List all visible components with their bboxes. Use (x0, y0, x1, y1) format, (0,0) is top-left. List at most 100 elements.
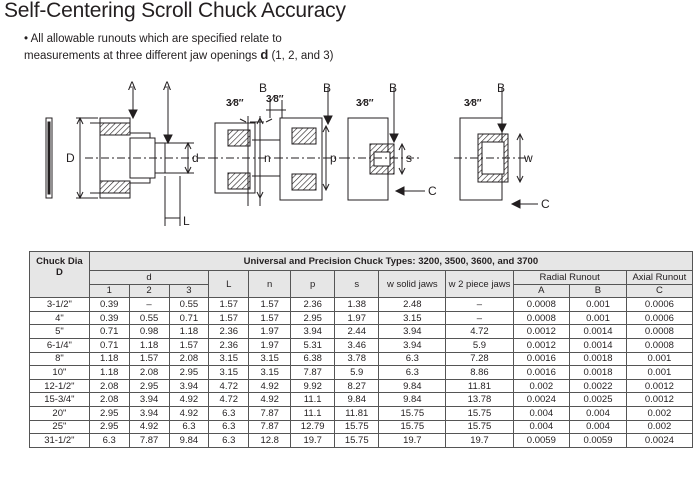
table-cell: 3.15 (208, 365, 250, 380)
table-cell: 19.7 (378, 433, 447, 448)
table-cell: 1.57 (208, 310, 250, 326)
table-cell: 6.3 (378, 365, 447, 380)
table-cell: 3.15 (378, 310, 447, 326)
label-s: s (406, 151, 412, 165)
table-cell: 0.0024 (512, 392, 571, 407)
table-cell: 5.9 (334, 365, 380, 380)
table-cell: 0.001 (569, 297, 627, 312)
label-l: L (183, 214, 190, 228)
label-frac-1: 3⁄8″ (226, 98, 244, 109)
table-cell: 1.18 (88, 351, 130, 367)
table-cell: 0.0012 (512, 337, 571, 353)
table-cell: 5.31 (290, 337, 336, 353)
table-cell: 0.0018 (569, 351, 627, 367)
label-p: p (330, 151, 337, 165)
table-cell: 2.95 (128, 378, 170, 394)
table-cell: 12.79 (290, 419, 336, 435)
table-cell: 3.94 (128, 392, 170, 407)
table-cell: 1.97 (248, 324, 292, 339)
table-cell: 2.36 (290, 297, 336, 312)
label-a-2: A (163, 79, 171, 93)
header-radial-b: B (569, 283, 627, 299)
table-cell: 1.18 (128, 337, 170, 353)
label-b-3: B (389, 81, 397, 95)
table-cell: 0.004 (569, 419, 627, 435)
figure-jaw-p (266, 88, 345, 201)
table-cell: 0.71 (88, 324, 130, 339)
figure-jaw-w (454, 88, 538, 209)
header-axial-c: C (625, 283, 694, 299)
table-cell: 4.72 (208, 378, 250, 394)
header-n: n (248, 269, 292, 299)
table-cell: 1.18 (168, 324, 210, 339)
table-cell: 7.28 (445, 351, 514, 367)
table-cell: 0.0025 (569, 392, 627, 407)
header-radial-runout: Radial Runout (512, 270, 627, 285)
label-d-big: D (66, 151, 75, 165)
label-b-1: B (259, 81, 267, 95)
table-cell: 8.27 (334, 378, 380, 394)
table-cell: 2.95 (290, 310, 336, 326)
table-cell: 9.92 (290, 378, 336, 394)
table-cell: 6.3 (208, 433, 250, 448)
table-cell: 12.8 (248, 433, 292, 448)
table-cell: 0.001 (569, 310, 627, 326)
table-cell: 3.46 (334, 337, 380, 353)
table-cell: 1.57 (248, 310, 292, 326)
table-cell: 9.84 (378, 392, 447, 407)
table-cell: 0.0014 (569, 324, 627, 339)
table-cell: 3.94 (290, 324, 336, 339)
row-chuck-dia-cell: 5" (29, 324, 90, 339)
table-cell: 0.0059 (569, 433, 627, 448)
label-frac-2: 3⁄8″ (266, 94, 284, 105)
bullet-text-1: All allowable runouts which are specifie… (30, 33, 282, 45)
header-s: s (334, 269, 380, 299)
table-cell: – (445, 297, 514, 312)
table-cell: 0.0008 (512, 297, 571, 312)
label-b-2: B (323, 81, 331, 95)
table-cell: – (445, 310, 514, 326)
row-chuck-dia-cell: 31-1/2" (29, 433, 90, 448)
chuck-diagram: A A B B B B C C D d L n p s w 3⁄8″ 3⁄8″ … (45, 79, 550, 228)
table-cell: 0.0018 (569, 365, 627, 380)
table-cell: 9.84 (378, 378, 447, 394)
table-cell: 2.08 (128, 365, 170, 380)
table-cell: 0.0059 (512, 433, 571, 448)
label-d-small: d (192, 151, 199, 165)
row-chuck-dia-cell: 10" (29, 365, 90, 380)
table-cell: 4.92 (248, 378, 292, 394)
figure-chuck-body (45, 88, 215, 226)
table-cell: 0.004 (512, 419, 571, 435)
table-cell: 0.0006 (625, 310, 694, 326)
table-cell: 6.3 (378, 351, 447, 367)
table-cell: 0.0014 (569, 337, 627, 353)
table-cell: 2.36 (208, 324, 250, 339)
table-cell: 1.97 (334, 310, 380, 326)
table-cell: 0.71 (88, 337, 130, 353)
table-cell: 6.38 (290, 351, 336, 367)
header-d: d (88, 270, 210, 285)
table-cell: 0.55 (168, 297, 210, 312)
table-cell: 15.75 (378, 419, 447, 435)
table-cell: – (128, 297, 170, 312)
bullet-bold-d: d (260, 47, 269, 62)
table-cell: 0.0008 (512, 310, 571, 326)
table-cell: 11.81 (445, 378, 514, 394)
page-title: Self-Centering Scroll Chuck Accuracy (4, 0, 346, 22)
table-cell: 3.15 (208, 351, 250, 367)
table-cell: 8.86 (445, 365, 514, 380)
table-cell: 1.38 (334, 297, 380, 312)
header-w-solid: w solid jaws (378, 269, 447, 299)
row-chuck-dia-cell: 4" (29, 310, 90, 326)
table-cell: 1.57 (128, 351, 170, 367)
table-cell: 2.48 (378, 297, 447, 312)
row-chuck-dia-cell: 12-1/2" (29, 378, 90, 394)
bullet-line-2: measurements at three different jaw open… (24, 47, 333, 64)
table-cell: 2.08 (88, 378, 130, 394)
table-cell: 0.002 (625, 419, 694, 435)
